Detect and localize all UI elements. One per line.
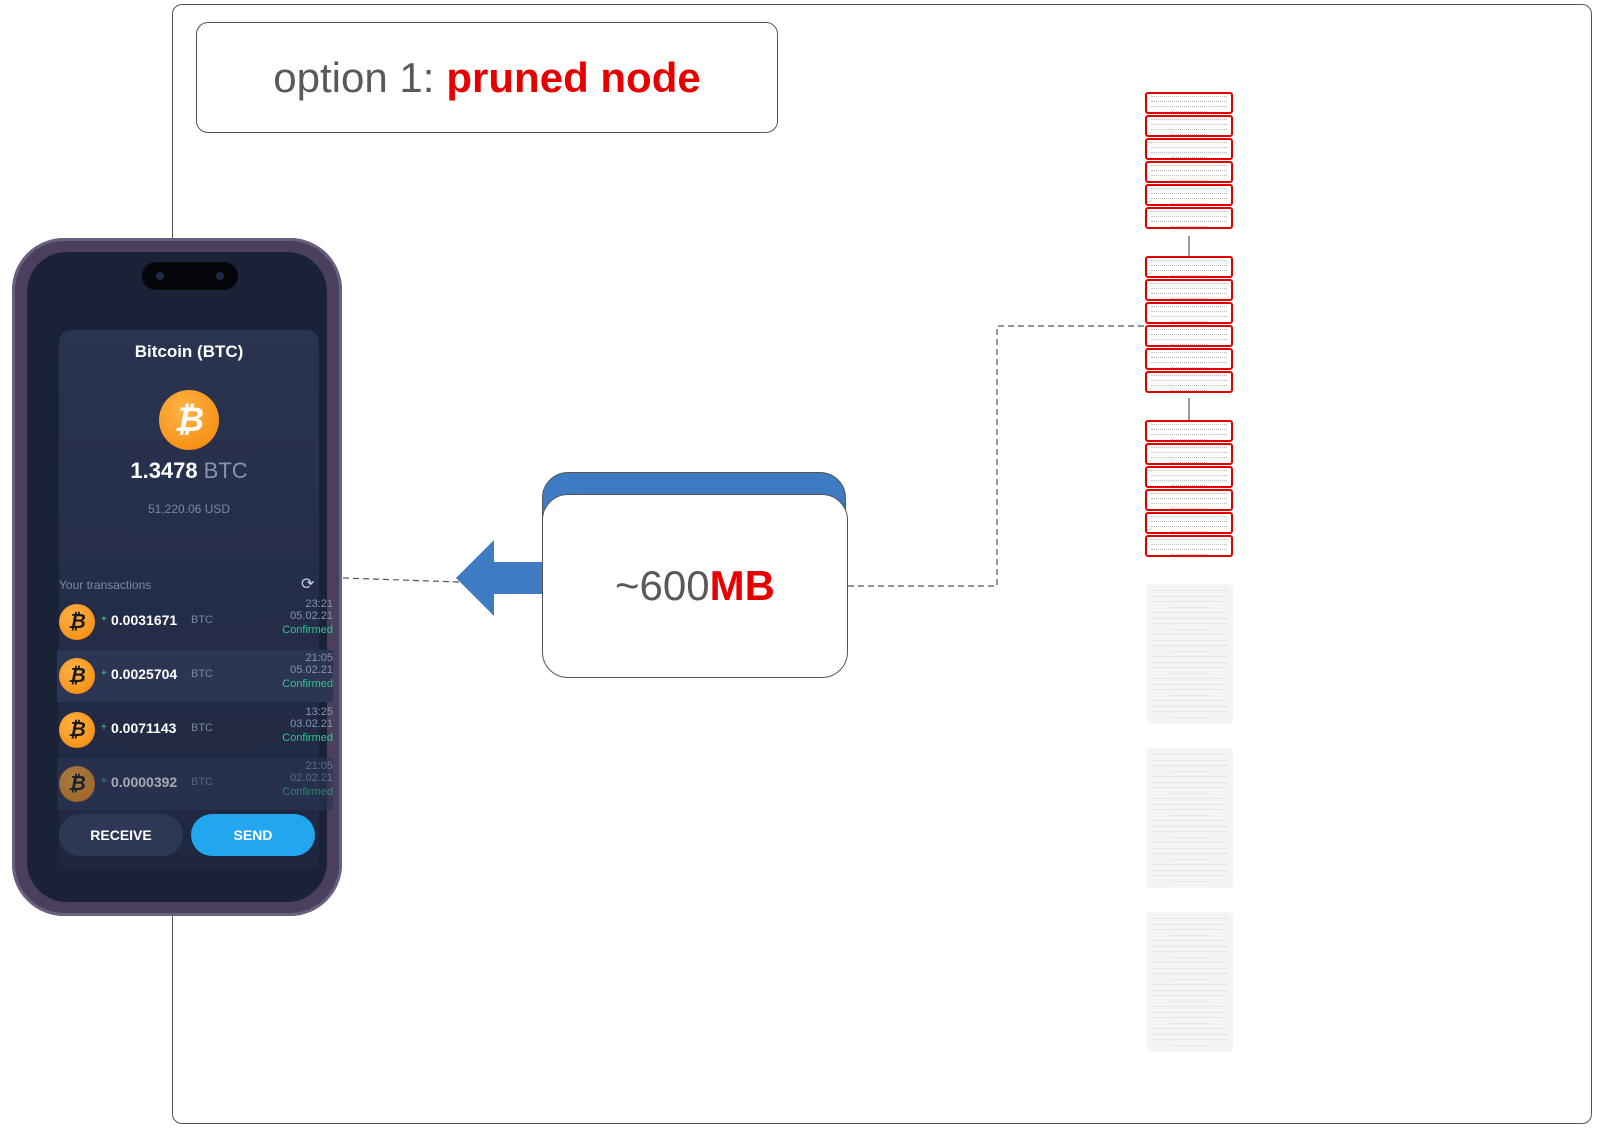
tx-unit: BTC — [191, 722, 213, 734]
stored-block — [1145, 302, 1233, 324]
tx-sign: + — [101, 776, 107, 787]
tx-status: Confirmed — [282, 732, 333, 744]
stored-block — [1145, 138, 1233, 160]
bitcoin-icon: ₿ — [59, 658, 95, 694]
tx-status: Confirmed — [282, 624, 333, 636]
stored-block — [1145, 512, 1233, 534]
bitcoin-icon: ₿ — [159, 390, 219, 450]
stored-block — [1145, 348, 1233, 370]
tx-unit: BTC — [191, 776, 213, 788]
size-prefix: ~600 — [615, 562, 710, 609]
bitcoin-icon: ₿ — [59, 766, 95, 802]
balance-amount: 1.3478 — [130, 458, 198, 483]
size-unit: MB — [709, 562, 775, 609]
tx-amount: 0.0031671 — [111, 612, 178, 628]
stored-block — [1145, 325, 1233, 347]
tx-status: Confirmed — [282, 786, 333, 798]
stored-block — [1145, 115, 1233, 137]
bitcoin-icon: ₿ — [59, 712, 95, 748]
tx-date: 05.02.21 — [290, 610, 333, 622]
title-highlight: pruned node — [446, 53, 701, 101]
stored-block — [1145, 489, 1233, 511]
tx-sign: + — [101, 722, 107, 733]
tx-time: 23:21 — [305, 598, 333, 610]
pruned-block-group — [1147, 748, 1233, 888]
transactions-header: Your transactions — [59, 578, 152, 592]
left-arrow-icon — [456, 540, 545, 616]
stored-block — [1145, 207, 1233, 229]
title-prefix: option 1: — [273, 53, 435, 101]
camera-notch — [142, 262, 238, 290]
tx-time: 13:25 — [305, 706, 333, 718]
usd-value: 51,220.06 USD — [147, 502, 231, 516]
transaction-row[interactable]: ₿ + 0.0000392 BTC 21:05 02.02.21 Confirm… — [57, 758, 333, 810]
bitcoin-icon: ₿ — [59, 604, 95, 640]
stored-block — [1145, 279, 1233, 301]
stored-block — [1145, 443, 1233, 465]
transaction-row[interactable]: ₿ + 0.0031671 BTC 23:21 05.02.21 Confirm… — [57, 596, 333, 648]
title-box: option 1: pruned node — [196, 22, 778, 133]
stored-block — [1145, 184, 1233, 206]
tx-date: 02.02.21 — [290, 772, 333, 784]
stored-block — [1145, 256, 1233, 278]
tx-unit: BTC — [191, 614, 213, 626]
stored-block — [1145, 535, 1233, 557]
pruned-block-group — [1147, 584, 1233, 724]
tx-time: 21:05 — [305, 652, 333, 664]
tx-time: 21:05 — [305, 760, 333, 772]
receive-button[interactable]: RECEIVE — [59, 814, 183, 856]
tx-status: Confirmed — [282, 678, 333, 690]
tx-unit: BTC — [191, 668, 213, 680]
transaction-row[interactable]: ₿ + 0.0071143 BTC 13:25 03.02.21 Confirm… — [57, 704, 333, 756]
refresh-icon[interactable]: ⟳ — [301, 576, 315, 593]
tx-date: 05.02.21 — [290, 664, 333, 676]
transaction-row[interactable]: ₿ + 0.0025704 BTC 21:05 05.02.21 Confirm… — [57, 650, 333, 702]
tx-sign: + — [101, 614, 107, 625]
tx-amount: 0.0071143 — [111, 720, 177, 736]
balance-unit: BTC — [203, 458, 248, 483]
stored-block — [1145, 420, 1233, 442]
coin-title: Bitcoin (BTC) — [134, 342, 244, 361]
send-button[interactable]: SEND — [191, 814, 315, 856]
stored-block — [1145, 92, 1233, 114]
tx-amount: 0.0000392 — [111, 774, 178, 790]
tx-amount: 0.0025704 — [111, 666, 178, 682]
pruned-block-group — [1147, 912, 1233, 1052]
tx-sign: + — [101, 668, 107, 679]
stored-block — [1145, 466, 1233, 488]
tx-date: 03.02.21 — [290, 718, 333, 730]
stored-block — [1145, 161, 1233, 183]
stored-block — [1145, 371, 1233, 393]
